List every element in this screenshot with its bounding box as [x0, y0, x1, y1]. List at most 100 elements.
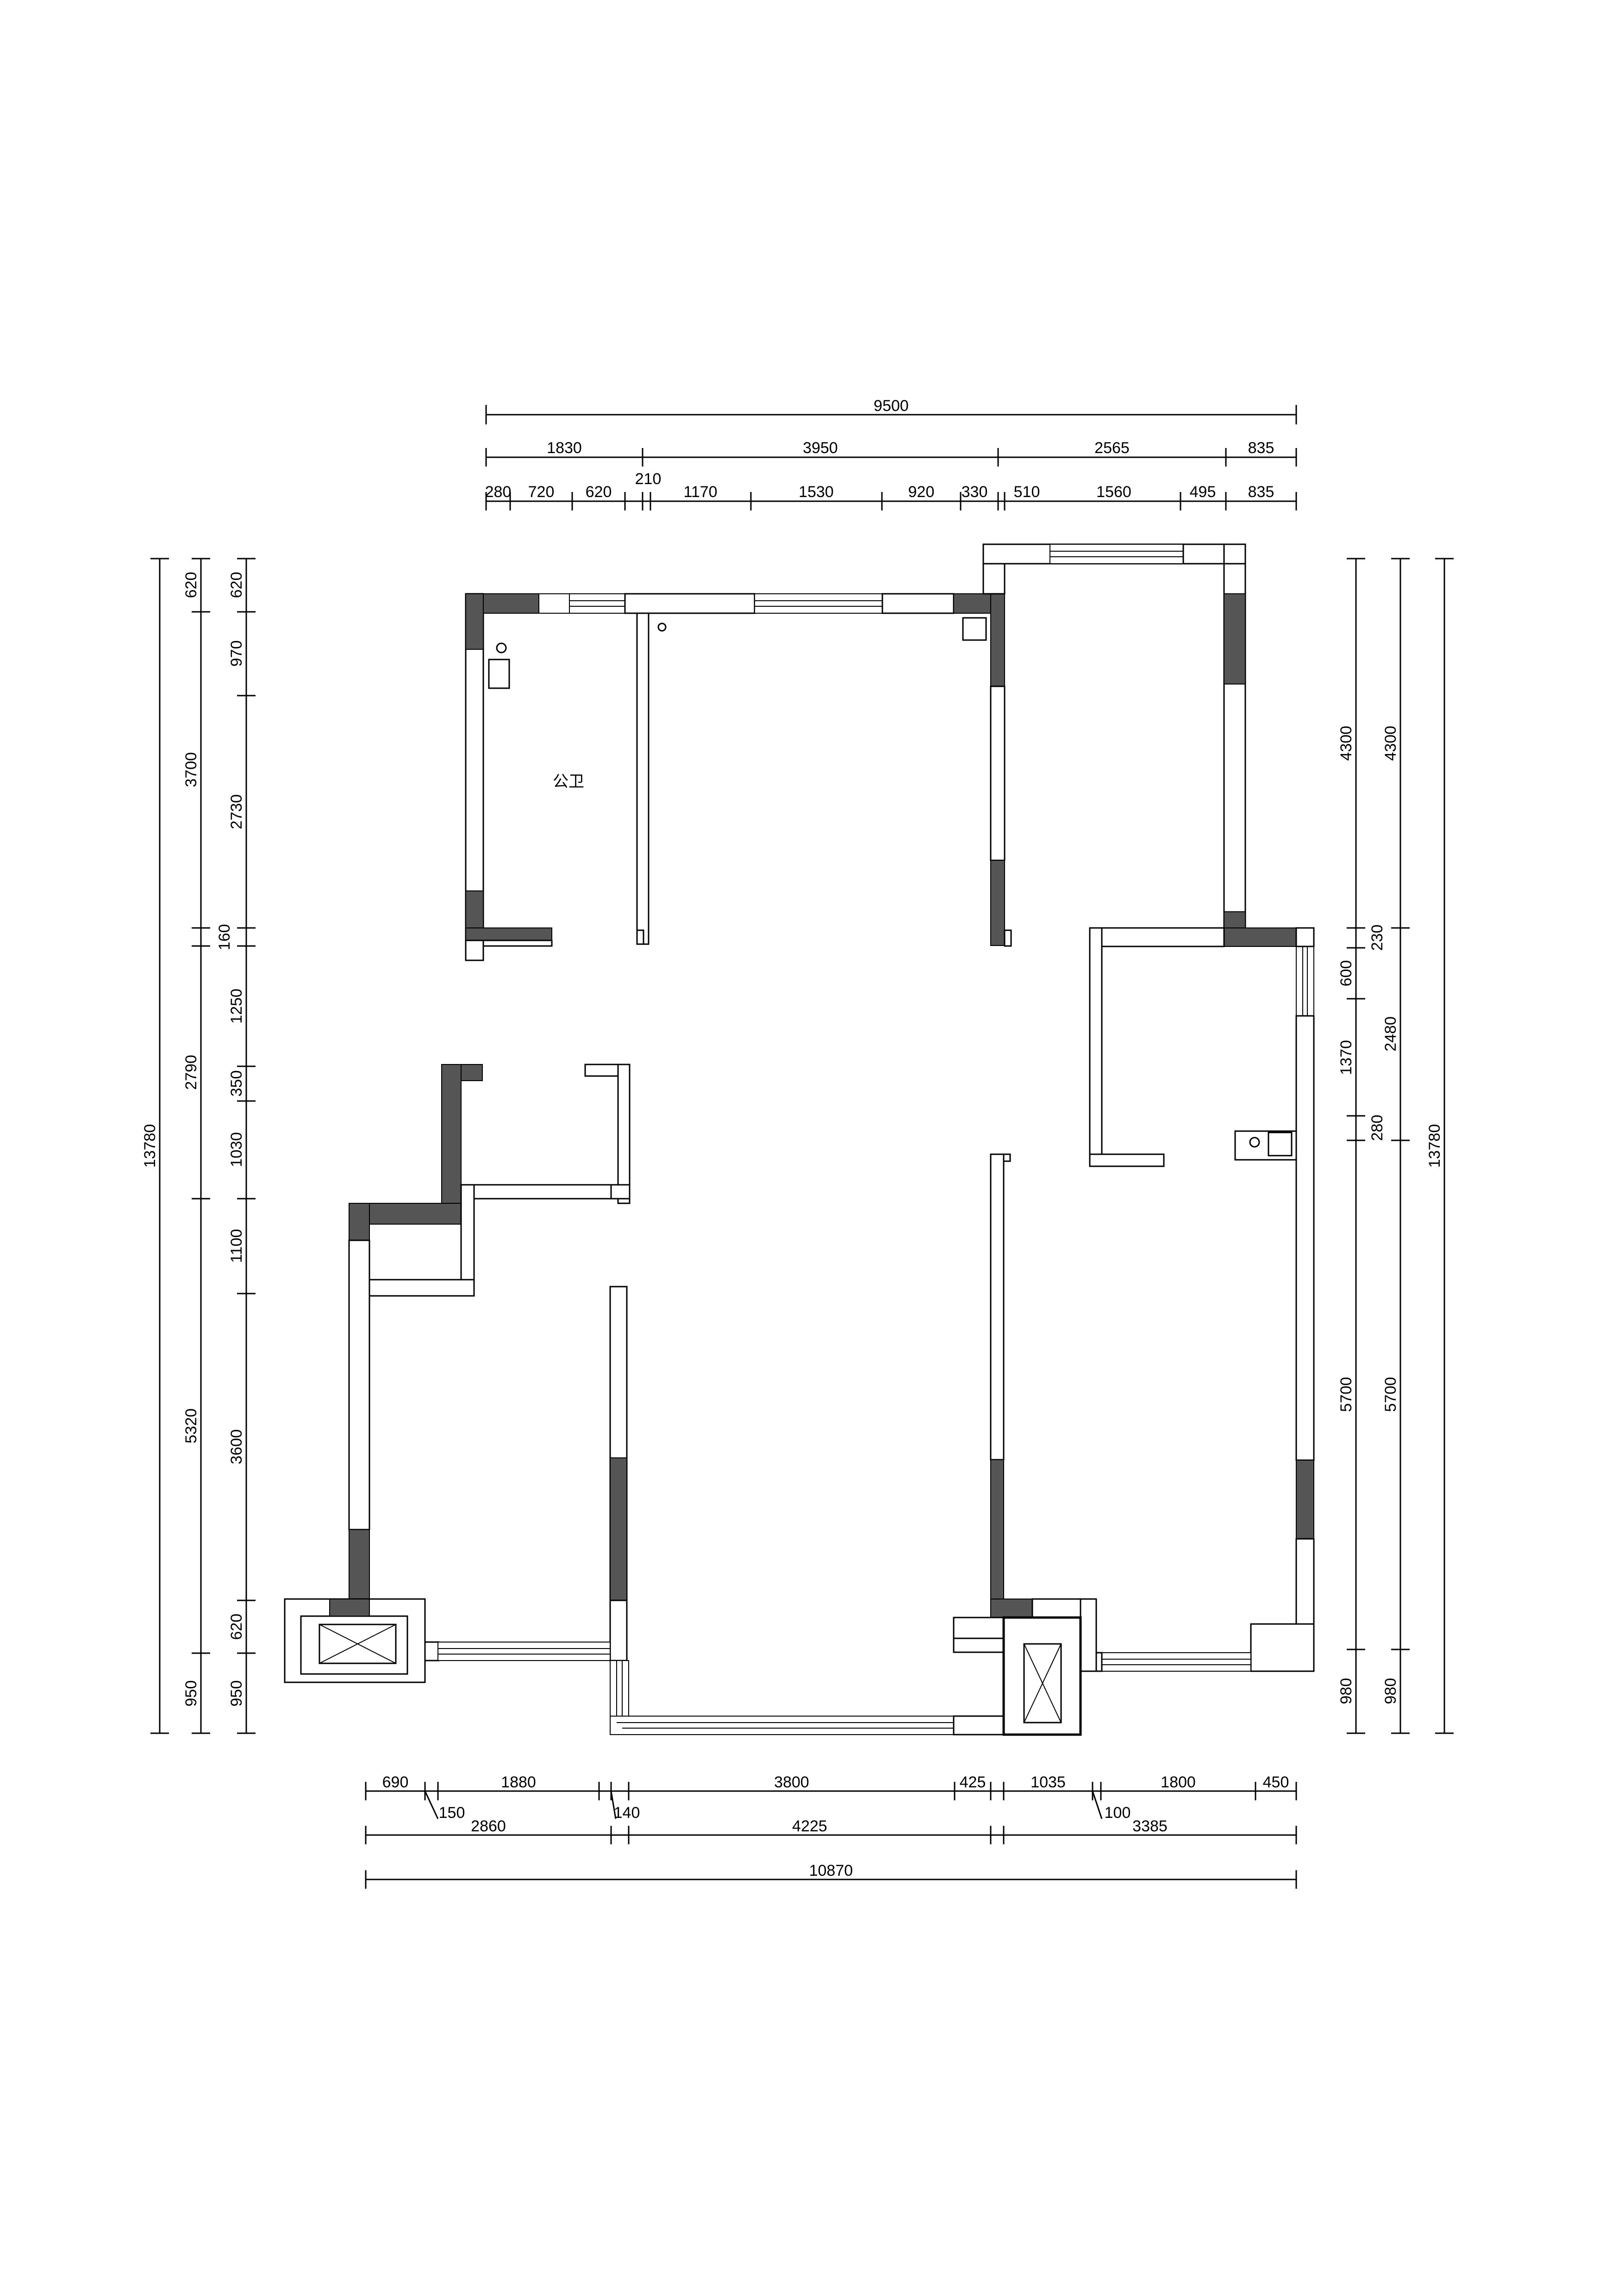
bottom-left-equipment — [284, 1598, 440, 1683]
column — [459, 1064, 483, 1081]
dim-top-r3-9: 510 — [1014, 483, 1040, 501]
dim-bottom-r1-10: 450 — [1263, 1773, 1289, 1791]
dim-bottom-r1-2: 150 — [439, 1804, 465, 1822]
living-bay-window — [610, 1660, 1005, 1736]
dim-left-inner-7: 1100 — [228, 1229, 245, 1263]
toilet-icon — [488, 659, 510, 689]
toilet-icon — [962, 617, 987, 641]
sink-icon — [1249, 1137, 1260, 1148]
dim-right-inner-3: 600 — [1337, 960, 1355, 987]
dim-top-r2-4: 835 — [1248, 439, 1274, 457]
dim-left-inner-3: 2730 — [228, 794, 245, 829]
bottom-right-equipment — [1002, 1616, 1082, 1736]
bottom-dimensions: 690 150 1880 140 3800 425 1035 100 1800 … — [365, 1773, 1297, 1889]
bathroom-walls: 公卫 — [465, 593, 650, 961]
sink-icon — [496, 642, 507, 653]
dim-top-r3-1: 280 — [485, 483, 512, 501]
dim-bottom-r1-9: 1800 — [1161, 1773, 1196, 1791]
dim-right-outer-4: 980 — [1382, 1678, 1399, 1705]
window — [538, 593, 570, 614]
dim-left-inner-8: 3600 — [228, 1429, 245, 1464]
dim-right-inner-7: 980 — [1337, 1678, 1355, 1705]
dim-bottom-r2-2: 4225 — [792, 1817, 827, 1835]
column — [610, 1457, 627, 1601]
dim-left-outer-6: 950 — [182, 1680, 200, 1707]
dim-left-inner-4: 1250 — [228, 989, 245, 1024]
room-label-public-bathroom: 公卫 — [553, 772, 584, 791]
dim-top-r3-7: 920 — [908, 483, 935, 501]
right-wing — [991, 927, 1315, 1672]
dim-left-inner-1: 620 — [228, 572, 245, 598]
dim-top-r3-5: 1170 — [683, 483, 717, 501]
window — [437, 1642, 611, 1661]
top-fixtures — [488, 617, 987, 689]
column — [1224, 593, 1246, 684]
dim-right-inner-1: 4300 — [1337, 726, 1355, 761]
dim-right-outer-3: 5700 — [1382, 1377, 1399, 1412]
column — [349, 1203, 370, 1241]
dim-left-outer-2: 3700 — [182, 752, 200, 787]
window — [1296, 946, 1314, 1016]
dim-right-inner-5: 280 — [1368, 1115, 1386, 1141]
dim-bottom-r1-1: 690 — [382, 1773, 409, 1791]
dim-bottom-r2-3: 3385 — [1132, 1817, 1168, 1835]
dim-right-outer-1: 4300 — [1382, 726, 1399, 761]
window — [754, 593, 883, 614]
column — [990, 860, 1005, 946]
dim-top-r3-2: 720 — [528, 483, 555, 501]
left-wing — [348, 1064, 631, 1661]
dim-top-r3-3: 620 — [586, 483, 612, 501]
dim-left-outer-5: 5320 — [182, 1408, 200, 1444]
dim-top-r2-1: 1830 — [547, 439, 582, 457]
dim-left-outer-4: 2790 — [182, 1055, 200, 1090]
column — [990, 1459, 1004, 1601]
column — [465, 927, 552, 941]
top-dimensions: 9500 1830 3950 2565 835 280 720 620 210 … — [485, 397, 1297, 510]
dim-top-r3-11: 495 — [1190, 483, 1216, 501]
dim-left-inner-5: 350 — [228, 1070, 245, 1097]
dim-right-inner-6: 5700 — [1337, 1377, 1355, 1412]
column — [990, 1599, 1033, 1618]
dim-bottom-r1-8: 100 — [1105, 1804, 1131, 1822]
dim-right-inner-2: 230 — [1368, 925, 1386, 951]
left-dimensions: 13780 620 3700 160 2790 5320 950 620 970… — [141, 558, 256, 1734]
dim-left-inner-6: 1030 — [228, 1132, 245, 1167]
drain-icon — [657, 622, 667, 632]
dim-top-r2-2: 3950 — [803, 439, 838, 457]
dim-left-inner-10: 950 — [228, 1680, 245, 1707]
dim-left-outer-3: 160 — [216, 924, 233, 951]
dim-top-r3-6: 1530 — [799, 483, 834, 501]
dim-bottom-r1-4: 140 — [614, 1804, 640, 1822]
bedroom-bottom-window — [437, 1642, 611, 1661]
top-wall — [624, 593, 1012, 947]
dim-top-r3-8: 330 — [962, 483, 988, 501]
dim-bottom-r2-1: 2860 — [471, 1817, 506, 1835]
column — [349, 1529, 370, 1609]
column — [329, 1599, 370, 1617]
dim-top-r3-10: 1560 — [1096, 483, 1131, 501]
top-right-room — [982, 543, 1314, 947]
window — [1101, 1652, 1251, 1672]
living-right-wall — [953, 1153, 1081, 1653]
column — [465, 593, 484, 650]
right-dimensions: 4300 230 600 1370 280 5700 980 4300 2480… — [1337, 558, 1454, 1734]
dim-bottom-r1-5: 3800 — [774, 1773, 809, 1791]
window — [1049, 544, 1184, 564]
dim-right-outer-2: 2480 — [1382, 1016, 1399, 1052]
column — [441, 1064, 462, 1225]
window — [569, 593, 625, 614]
dim-left-inner-9: 620 — [228, 1614, 245, 1640]
dim-bottom-r1-7: 1035 — [1031, 1773, 1066, 1791]
dim-bottom-r1-6: 425 — [960, 1773, 986, 1791]
dim-left-outer-1: 620 — [182, 572, 200, 598]
dim-top-overall: 9500 — [874, 397, 909, 415]
floor-plan: 公卫 — [284, 543, 1315, 1736]
column — [1296, 1460, 1314, 1539]
dim-top-r3-12: 835 — [1248, 483, 1274, 501]
dim-top-r3-4: 210 — [635, 470, 662, 488]
dim-right-overall: 13780 — [1426, 1124, 1443, 1168]
column — [990, 593, 1005, 687]
window — [610, 1716, 954, 1735]
dim-bottom-r1-3: 1880 — [501, 1773, 536, 1791]
